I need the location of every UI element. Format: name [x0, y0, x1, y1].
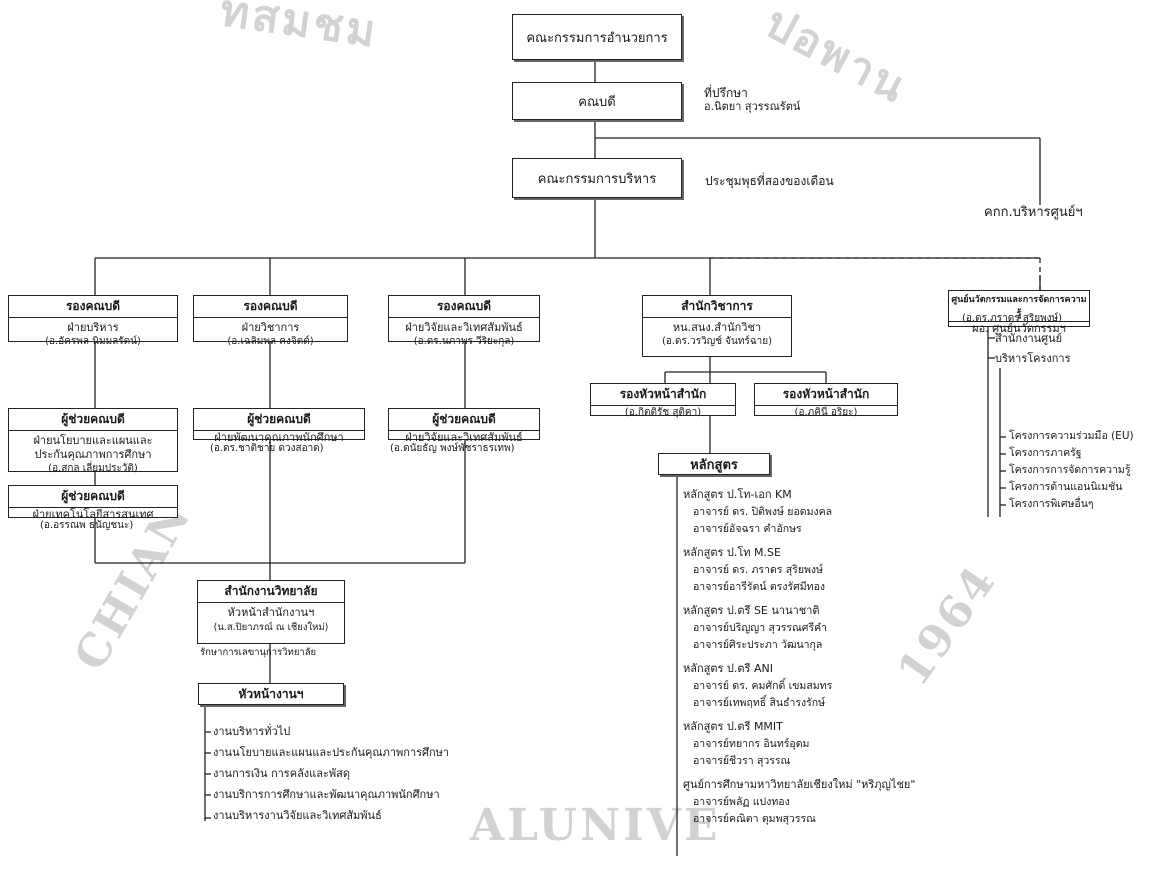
college-office-acting: รักษาการเลขานุการวิทยาลัย — [200, 647, 317, 658]
program-name: หลักสูตร ป.ตรี MMIT — [683, 720, 783, 733]
program-name: หลักสูตร ป.โท-เอก KM — [683, 488, 792, 501]
college-office-title: สำนักงานวิทยาลัย — [198, 581, 344, 603]
assistant-student-dept: ฝ่ายพัฒนาคุณภาพนักศึกษา — [214, 431, 344, 444]
assistant-it-box: ผู้ช่วยคณบดี ฝ่ายเทคโนโลยีสารสนเทศ — [8, 485, 178, 521]
center-project-item: โครงการภาครัฐ — [1009, 447, 1082, 459]
program-staff: อาจารย์ศิระประภา วัฒนากุล — [693, 639, 823, 651]
deputy-academic-dept: ฝ่ายวิชาการ — [241, 321, 300, 334]
college-unit-item: งานบริหารงานวิจัยและวิเทศสัมพันธ์ — [213, 809, 382, 822]
assistant-policy-box: ผู้ช่วยคณบดี ฝ่ายนโยบายและแผนและ ประกันค… — [8, 408, 178, 474]
college-office-box: สำนักงานวิทยาลัย หัวหน้าสำนักงานฯ (น.ส.ป… — [197, 580, 345, 644]
college-office-person: (น.ส.ปิยาภรณ์ ณ เชียงใหม่) — [213, 622, 329, 633]
program-staff: อาจารย์เทพฤทธิ์ สินธำรงรักษ์ — [693, 697, 826, 709]
academic-office-head: หน.สนง.สำนักวิชา — [672, 321, 762, 334]
assistant-it-title: ผู้ช่วยคณบดี — [9, 486, 177, 508]
program-staff: อาจารย์อัจฉรา คำอักษร — [693, 523, 802, 535]
center-committee-label: คกก.บริหารศูนย์ฯ — [984, 205, 1083, 220]
center-project-item: โครงการพิเศษอื่นๆ — [1009, 498, 1094, 510]
assistant-student-box: ผู้ช่วยคณบดี ฝ่ายพัฒนาคุณภาพนักศึกษา — [193, 408, 365, 444]
deputy-academic-title: รองคณบดี — [194, 296, 347, 318]
curriculum-box: หลักสูตร — [658, 453, 770, 475]
deputy-admin-box: รองคณบดี ฝ่ายบริหาร (อ.อัครพล นิมมลรัตน์… — [8, 295, 178, 347]
deputy-academic-box: รองคณบดี ฝ่ายวิชาการ (อ.เฉลิมพล คงจิตต์) — [193, 295, 348, 347]
academic-deputy1-person: (อ.กิตติรัช สุติคา) — [624, 407, 702, 418]
project-mgmt-label: บริหารโครงการ — [995, 352, 1071, 365]
program-staff: อาจารย์พลัฏ แปงทอง — [693, 796, 790, 808]
innovation-center-person: (อ.ดร.ภราดร สุริยพงษ์) — [962, 313, 1063, 324]
deputy-research-dept: ฝ่ายวิจัยและวิเทศสัมพันธ์ — [405, 321, 523, 334]
college-unit-item: งานนโยบายและแผนและประกันคุณภาพการศึกษา — [213, 746, 450, 759]
advisor-name: อ.นิตยา สุวรรณรัตน์ — [704, 100, 801, 113]
assistant-student-title: ผู้ช่วยคณบดี — [194, 409, 364, 431]
program-staff: อาจารย์ ดร. คมศักดิ์ เขมสมทร — [693, 680, 833, 692]
assistant-research-dept: ฝ่ายวิจัยและวิเทศสัมพันธ์ — [405, 431, 523, 444]
dean-advisor: ที่ปรึกษา อ.นิตยา สุวรรณรัตน์ — [704, 86, 800, 114]
program-staff: อาจารย์คณิตา ตุมพสุวรรณ — [693, 813, 816, 825]
admin-committee-title: คณะกรรมการบริหาร — [537, 171, 657, 187]
academic-office-box: สำนักวิชาการ หน.สนง.สำนักวิชา (อ.ดร.วรวิ… — [642, 295, 792, 357]
academic-deputy1-box: รองหัวหน้าสำนัก (อ.กิตติรัช สุติคา) — [590, 383, 736, 418]
college-units-header: หัวหน้างานฯ — [198, 683, 344, 705]
college-unit-item: งานบริหารทั่วไป — [213, 725, 291, 738]
deputy-research-box: รองคณบดี ฝ่ายวิจัยและวิเทศสัมพันธ์ (อ.ดร… — [388, 295, 540, 347]
academic-deputy2-title: รองหัวหน้าสำนัก — [755, 384, 897, 406]
advisor-label: ที่ปรึกษา — [704, 86, 748, 100]
program-name: หลักสูตร ป.โท M.SE — [683, 546, 781, 559]
center-office-label: สำนักงานศูนย์ — [995, 332, 1063, 345]
assistant-it-person: (อ.อรรณพ ธนัญชนะ) — [40, 520, 134, 531]
deputy-academic-person: (อ.เฉลิมพล คงจิตต์) — [227, 336, 314, 347]
assistant-it-dept: ฝ่ายเทคโนโลยีสารสนเทศ — [32, 508, 154, 521]
program-staff: อาจารย์ปริญญา สุวรรณศรีคำ — [693, 622, 828, 634]
college-units-title: หัวหน้างานฯ — [238, 686, 304, 701]
dean-box: คณบดี — [512, 82, 682, 120]
assistant-policy-title: ผู้ช่วยคณบดี — [9, 409, 177, 431]
assistant-policy-dept1: ฝ่ายนโยบายและแผนและ — [33, 434, 153, 447]
deputy-research-person: (อ.ดร.นภาพร วีริยะกุล) — [413, 336, 515, 347]
deputy-admin-title: รองคณบดี — [9, 296, 177, 318]
assistant-research-box: ผู้ช่วยคณบดี ฝ่ายวิจัยและวิเทศสัมพันธ์ — [388, 408, 540, 444]
assistant-student-person: (อ.ดร.ชาติชาย ดวงสอาด) — [210, 443, 324, 454]
center-project-item: โครงการการจัดการความรู้ — [1009, 464, 1131, 476]
assistant-research-person: (อ.ดนัยธัญ พงษ์พัชราธรเทพ) — [390, 443, 515, 454]
academic-office-person: (อ.ดร.วรวิญช์ จันทร์ฉาย) — [661, 336, 773, 347]
program-name: หลักสูตร ป.ตรี ANI — [683, 662, 773, 675]
college-office-head: หัวหน้าสำนักงานฯ — [227, 606, 315, 619]
admin-committee-box: คณะกรรมการบริหาร — [512, 158, 682, 198]
assistant-research-title: ผู้ช่วยคณบดี — [389, 409, 539, 431]
program-staff: อาจารย์ ดร. ปิติพงษ์ ยอดมงคล — [693, 506, 833, 518]
innovation-center-caption: ศูนย์นวัตกรรมและการจัดการความรู้ — [949, 291, 1089, 322]
board-box: คณะกรรมการอำนวยการ — [512, 14, 682, 60]
center-project-item: โครงการด้านแอนนิเมชัน — [1009, 481, 1123, 493]
program-staff: อาจารย์ชีวรา สุวรรณ — [693, 755, 791, 767]
program-staff: อาจารย์ ดร. ภราดร สุริยพงษ์ — [693, 564, 823, 576]
program-name: ศูนย์การศึกษามหาวิทยาลัยเชียงใหม่ "หริภุ… — [683, 778, 916, 791]
curriculum-title: หลักสูตร — [690, 457, 738, 473]
college-unit-item: งานบริการการศึกษาและพัฒนาคุณภาพนักศึกษา — [213, 788, 440, 801]
academic-deputy2-box: รองหัวหน้าสำนัก (อ.ภคินี อริยะ) — [754, 383, 898, 418]
program-name: หลักสูตร ป.ตรี SE นานาชาติ — [683, 604, 820, 617]
assistant-policy-dept2: ประกันคุณภาพการศึกษา — [34, 448, 152, 461]
academic-deputy2-person: (อ.ภคินี อริยะ) — [794, 407, 858, 418]
assistant-policy-person: (อ.สกล เลี่ยมประวัติ) — [48, 463, 138, 474]
deputy-research-title: รองคณบดี — [389, 296, 539, 318]
deputy-admin-person: (อ.อัครพล นิมมลรัตน์) — [45, 336, 141, 347]
dean-title: คณบดี — [578, 94, 616, 110]
watermark-text-bottom: ALUNIVE — [470, 800, 721, 851]
board-title: คณะกรรมการอำนวยการ — [526, 30, 668, 46]
college-unit-item: งานการเงิน การคลังและพัสดุ — [213, 767, 351, 780]
program-staff: อาจารย์ทยากร อินทร์อุดม — [693, 738, 810, 750]
deputy-admin-dept: ฝ่ายบริหาร — [67, 321, 119, 334]
meeting-note: ประชุมพุธที่สองของเดือน — [705, 174, 834, 188]
center-project-item: โครงการความร่วมมือ (EU) — [1009, 430, 1134, 442]
program-staff: อาจารย์อารีรัตน์ ตรงรัศมีทอง — [693, 581, 826, 593]
innovation-center-box: ศูนย์นวัตกรรมและการจัดการความรู้ ผอ. ศูน… — [948, 290, 1090, 335]
academic-office-title: สำนักวิชาการ — [643, 296, 791, 318]
innovation-center-title: ผอ. ศูนย์นวัตกรรมฯ — [972, 322, 1066, 335]
academic-deputy1-title: รองหัวหน้าสำนัก — [591, 384, 735, 406]
